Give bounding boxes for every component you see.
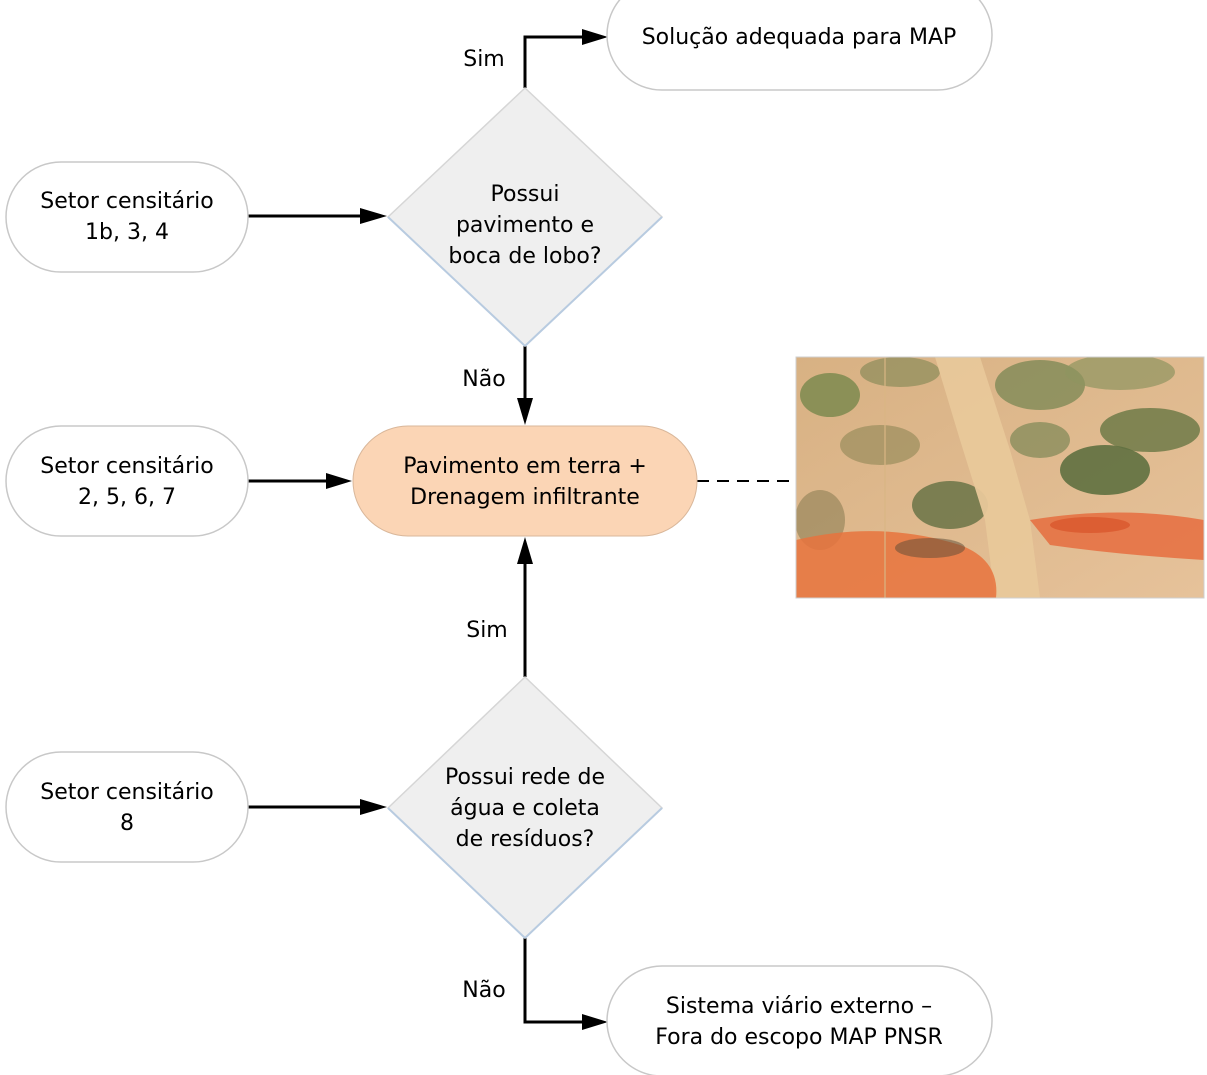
- dirt-road-photo: [795, 356, 1205, 599]
- arrowhead-setor1: [360, 208, 387, 224]
- connector-sim-top: [523, 35, 584, 88]
- decision-1-line2: pavimento e: [456, 213, 594, 238]
- setor-2-line1: Setor censitário: [40, 454, 214, 479]
- arrowhead-nao-top: [517, 398, 533, 425]
- terminal-sistema-viario: Sistema viário externo – Fora do escopo …: [606, 965, 993, 1075]
- decision-1-line3: boca de lobo?: [448, 244, 601, 269]
- process-pavimento-drenagem: Pavimento em terra + Drenagem infiltrant…: [352, 425, 698, 537]
- edge-label-sim-top: Sim: [463, 47, 505, 72]
- decision-2-line3: de resíduos?: [456, 827, 595, 852]
- terminal-solucao-map: Solução adequada para MAP: [606, 0, 993, 91]
- terminal-setor-1: Setor censitário 1b, 3, 4: [5, 161, 249, 273]
- decision-2-line2: água e coleta: [450, 796, 600, 821]
- connector-nao-bottom: [523, 938, 584, 1024]
- terminal-setor-2: Setor censitário 2, 5, 6, 7: [5, 425, 249, 537]
- pavimento-line1: Pavimento em terra +: [403, 454, 647, 479]
- edge-label-nao-top: Não: [462, 367, 505, 392]
- setor-3-line2: 8: [120, 811, 134, 836]
- edge-label-nao-bottom: Não: [462, 978, 505, 1003]
- arrowhead-sim-bottom: [517, 537, 533, 564]
- terminal-setor-3: Setor censitário 8: [5, 751, 249, 863]
- arrowhead-sim-top: [582, 29, 608, 45]
- decision-2-line1: Possui rede de: [445, 765, 605, 790]
- setor-2-line2: 2, 5, 6, 7: [78, 485, 176, 510]
- setor-1-line1: Setor censitário: [40, 189, 214, 214]
- terminal-solucao-map-text: Solução adequada para MAP: [642, 25, 957, 50]
- decision-rede-agua-coleta: Possui rede de água e coleta de resíduos…: [386, 675, 664, 940]
- arrowhead-nao-bottom: [582, 1014, 608, 1030]
- decision-pavimento-boca-lobo: Possui pavimento e boca de lobo?: [386, 86, 664, 348]
- edge-label-sim-bottom: Sim: [466, 618, 508, 643]
- arrowhead-setor2: [326, 473, 352, 489]
- pavimento-line2: Drenagem infiltrante: [410, 485, 640, 510]
- sistema-viario-line1: Sistema viário externo –: [666, 994, 932, 1019]
- setor-1-line2: 1b, 3, 4: [85, 220, 169, 245]
- setor-3-line1: Setor censitário: [40, 780, 214, 805]
- arrowhead-setor3: [360, 799, 387, 815]
- decision-1-line1: Possui: [491, 182, 560, 207]
- sistema-viario-line2: Fora do escopo MAP PNSR: [655, 1025, 943, 1050]
